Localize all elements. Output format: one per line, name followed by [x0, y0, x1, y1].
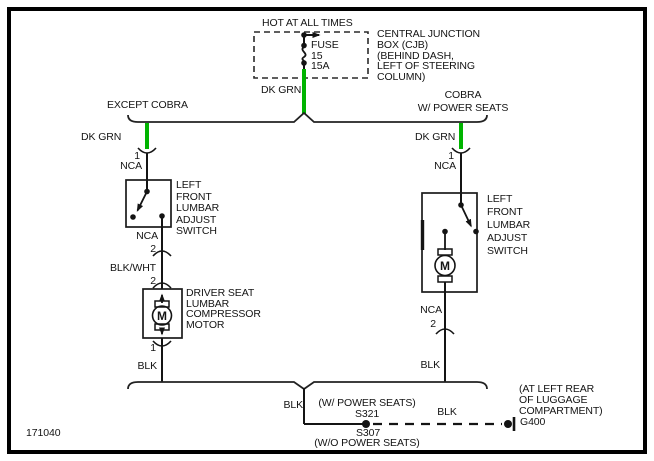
ground-id: G400 [520, 416, 546, 428]
switch-label-left: LEFT FRONT LUMBAR ADJUST SWITCH [176, 179, 220, 238]
motor-m-label: M [157, 309, 167, 323]
connector-id: NCA [434, 160, 456, 172]
switch-blade [136, 191, 148, 212]
switch-box-left [125, 179, 172, 228]
splice-id-top: S321 [354, 408, 380, 420]
wire-color-label: BLK [420, 359, 440, 371]
connector-symbol [152, 250, 172, 257]
motor-m-label: M [440, 259, 450, 273]
connector-symbol [152, 282, 172, 289]
page-border [7, 7, 647, 454]
splice-option-note-top: (W/ POWER SEATS) [318, 397, 416, 409]
wire-color-label: BLK [283, 399, 303, 411]
motor-circle [151, 305, 173, 326]
switch-blade [460, 204, 472, 228]
switch-contact-dot [473, 228, 479, 235]
junction-dot [301, 42, 307, 49]
wire-color-label: BLK [137, 360, 157, 372]
power-source-label: HOT AT ALL TIMES [262, 17, 353, 29]
options-split-brace-top [127, 111, 488, 123]
pin-number: 2 [430, 318, 436, 330]
connector-id: NCA [136, 230, 158, 242]
fuse-label: FUSE 15 15A [311, 39, 339, 73]
wire-color-label: BLK [437, 406, 457, 418]
junction-dot [301, 60, 307, 66]
splice-option-note-bottom: (W/O POWER SEATS) [314, 437, 420, 449]
connector-symbol [152, 340, 172, 347]
motor-brush [154, 300, 170, 308]
diagram-id: 171040 [26, 427, 61, 439]
connector-id: NCA [420, 304, 442, 316]
options-merge-brace-bottom [127, 381, 488, 391]
switch-contact-dot [159, 213, 165, 219]
motor-brush [437, 275, 453, 283]
switch-contact-dot [442, 228, 448, 235]
branch-title-right: COBRA W/ POWER SEATS [417, 89, 509, 114]
switch-contact-dot [130, 214, 136, 220]
motor-label-left: DRIVER SEAT LUMBAR COMPRESSOR MOTOR [186, 287, 261, 331]
connector-symbol [435, 328, 455, 335]
branch-title-left: EXCEPT COBRA [107, 99, 188, 111]
splice-id-bottom: S307 [355, 427, 381, 439]
pin-number: 1 [150, 342, 156, 354]
pin-number: 2 [150, 243, 156, 255]
wire-color-label: BLK/WHT [110, 262, 156, 274]
pin-number: 1 [134, 150, 140, 162]
switch-box-thick-bar [420, 220, 425, 250]
wire-color-label-right: DK GRN [415, 131, 456, 143]
ground-location-note: (AT LEFT REAR OF LUGGAGE COMPARTMENT) [519, 383, 603, 417]
switch-box-right [421, 192, 478, 293]
pin-number: 2 [150, 275, 156, 287]
pin-number: 1 [448, 150, 454, 162]
junction-dot [301, 32, 307, 38]
splice-dot [362, 420, 370, 428]
cjb-note: CENTRAL JUNCTION BOX (CJB) (BEHIND DASH,… [377, 28, 481, 84]
connector-id: NCA [120, 160, 142, 172]
switch-label-right: LEFT FRONT LUMBAR ADJUST SWITCH [487, 193, 531, 257]
wire-color-label-main: DK GRN [261, 84, 302, 96]
wire-color-label-left: DK GRN [81, 131, 122, 143]
ground-dot [504, 420, 512, 428]
